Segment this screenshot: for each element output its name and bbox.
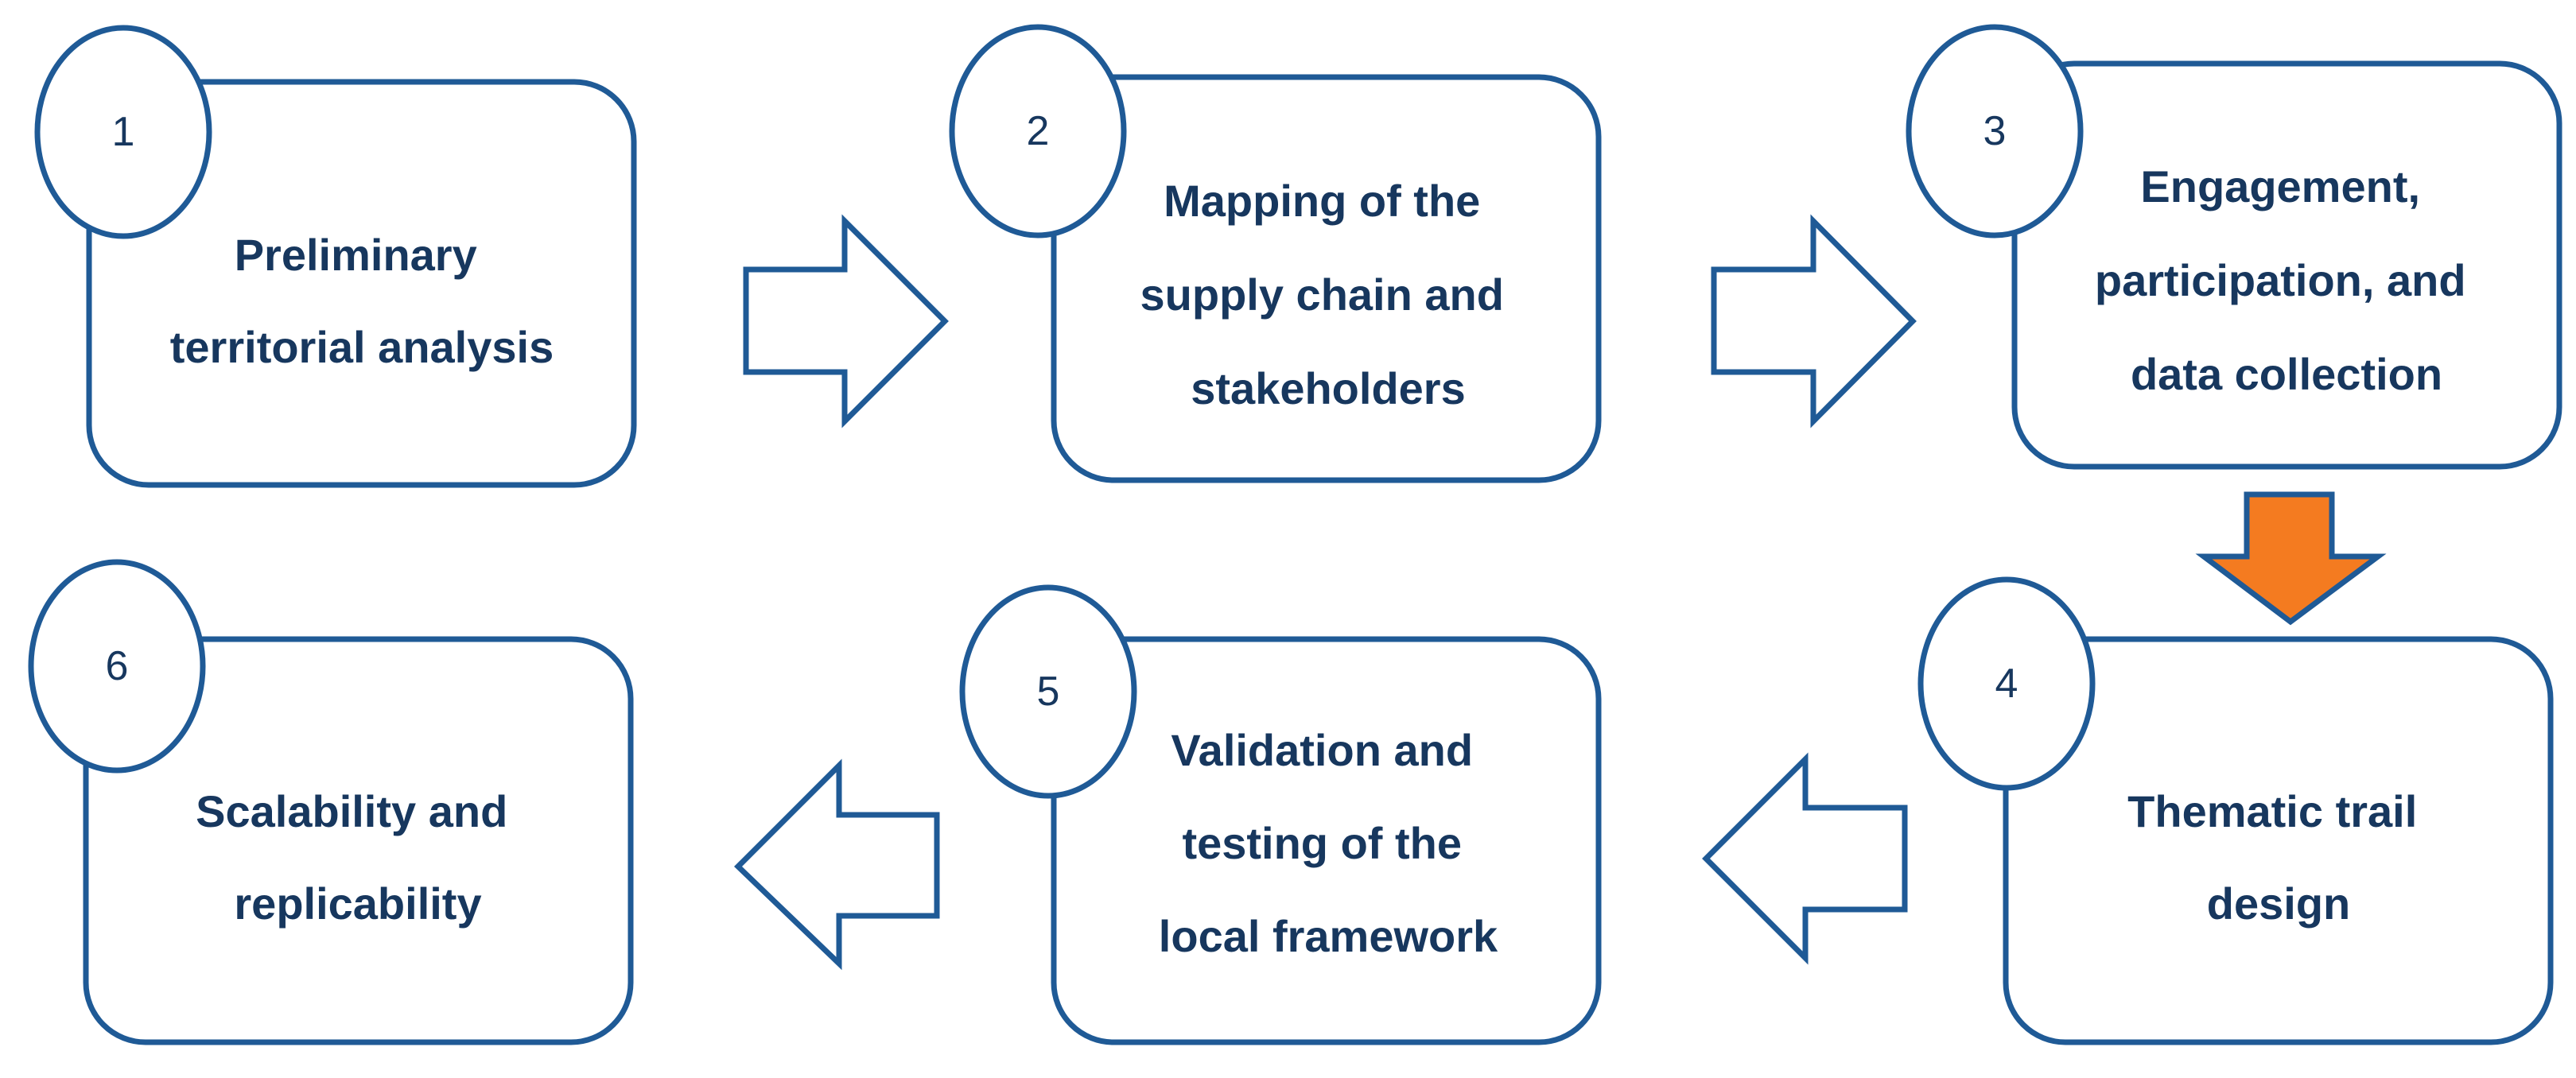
step-label-line: design <box>2207 878 2350 929</box>
step-number: 6 <box>106 643 129 689</box>
step-number: 4 <box>1995 661 2018 707</box>
step-label-line: Engagement, <box>2140 161 2420 211</box>
step-box <box>2011 60 2562 470</box>
step-label-line: Scalability and <box>196 786 507 836</box>
step-label: Mapping of the supply chain and stakehol… <box>1140 176 1517 413</box>
step-number-circle <box>959 584 1137 799</box>
step-number-circle <box>34 25 212 239</box>
step-1: 1 Preliminary territorial analysis <box>34 25 637 488</box>
arrow-right-2-to-3 <box>1711 214 1917 428</box>
step-label-line: participation, and <box>2095 255 2466 305</box>
step-2: 2 Mapping of the supply chain and stakeh… <box>949 24 1602 483</box>
step-label-line: supply chain and <box>1140 270 1504 320</box>
step-number: 2 <box>1027 108 1050 154</box>
step-number: 3 <box>1983 108 2007 154</box>
step-label-line: local framework <box>1159 911 1498 961</box>
step-6: 6 Scalability and replicability <box>28 559 634 1045</box>
step-label-line: Validation and <box>1171 725 1473 775</box>
step-label-line: territorial analysis <box>170 322 554 372</box>
arrow-right-1-to-2 <box>743 214 949 428</box>
arrow-left-5-to-6 <box>734 758 940 971</box>
step-label-line: replicability <box>234 878 481 929</box>
step-number-circle <box>1917 576 2096 791</box>
step-label: Scalability and replicability <box>196 786 520 929</box>
step-label-line: data collection <box>2131 349 2442 399</box>
step-number: 5 <box>1037 669 1060 715</box>
step-label: Engagement, participation, and data coll… <box>2095 161 2478 399</box>
arrow-down-3-to-4 <box>2195 491 2387 626</box>
step-number-circle <box>28 559 206 774</box>
step-box <box>83 636 634 1045</box>
step-label-line: Preliminary <box>235 230 477 280</box>
step-5: 5 Validation and testing of the local fr… <box>959 584 1602 1045</box>
step-label: Validation and testing of the local fram… <box>1159 725 1498 961</box>
step-label: Preliminary territorial analysis <box>170 230 554 372</box>
arrow-left-4-to-5 <box>1702 752 1908 965</box>
step-box <box>1051 636 1602 1045</box>
step-box <box>2003 636 2554 1045</box>
step-label-line: stakeholders <box>1191 363 1466 413</box>
step-number-circle <box>949 24 1127 238</box>
step-label-line: Thematic trail <box>2127 786 2417 836</box>
step-number: 1 <box>112 109 135 155</box>
step-3: 3 Engagement, participation, and data co… <box>1906 24 2562 470</box>
step-4: 4 Thematic trail design <box>1917 576 2554 1045</box>
step-box <box>1051 74 1602 483</box>
step-label-line: Mapping of the <box>1164 176 1480 226</box>
step-box <box>86 79 637 488</box>
step-number-circle <box>1906 24 2084 238</box>
step-label-line: testing of the <box>1182 818 1462 868</box>
step-label: Thematic trail design <box>2127 786 2430 929</box>
